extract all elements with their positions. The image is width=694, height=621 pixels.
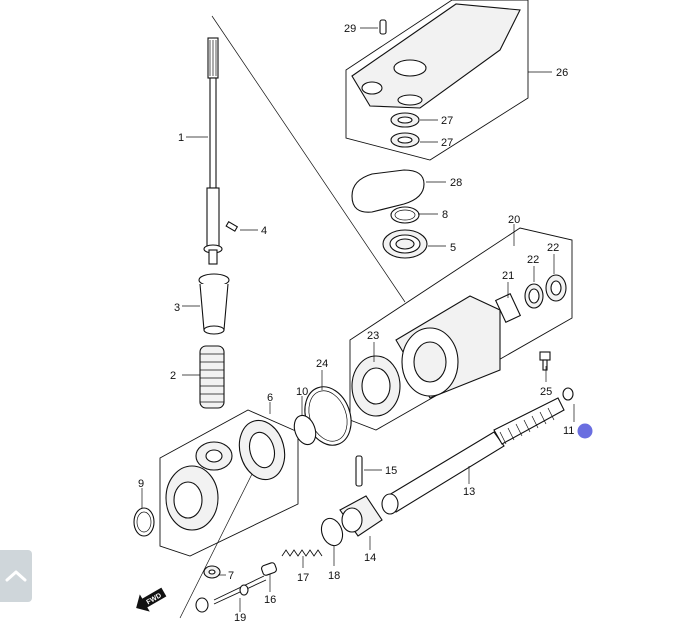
callout-18: 18 [328,570,340,582]
key [225,221,239,232]
driveshaft [203,37,223,265]
cross-pin [355,455,363,487]
bearing [382,229,428,259]
callout-10: 10 [296,386,308,398]
pinion-housing [351,274,567,417]
callout-17: 17 [297,572,309,584]
o-ring [390,206,420,224]
snap-ring [562,387,574,401]
callout-21: 21 [502,270,514,282]
bolt [539,351,551,371]
callout-5: 5 [450,242,456,254]
gear-assembly [165,419,286,531]
spring-clip [320,517,344,547]
callout-15: 15 [385,465,397,477]
bellows [199,345,225,409]
chevron-up-icon [5,570,27,582]
spring [281,549,323,557]
fwd-arrow-icon: FWD [136,587,167,612]
gasket [351,169,425,213]
callout-27a: 27 [441,115,453,127]
callout-24: 24 [316,358,328,370]
scroll-to-top-button[interactable] [0,550,32,602]
callout-11: 11 [563,425,574,437]
clutch [339,495,383,537]
callout-19: 19 [234,612,246,621]
callout-6: 6 [267,392,273,404]
upper-bracket [351,3,521,109]
guide-line [179,465,257,619]
pin [379,19,387,35]
bracket-frame-26 [345,0,529,161]
propeller-shaft [381,397,565,515]
callout-8: 8 [442,209,448,221]
fwd-label: FWD [146,592,163,606]
callout-13: 13 [463,486,475,498]
callout-25: 25 [540,386,552,398]
callout-16: 16 [264,594,276,606]
callout-20: 20 [508,214,520,226]
callout-3: 3 [174,302,180,314]
guide-line [211,15,406,303]
ring [195,597,209,613]
sleeve [198,273,230,335]
callout-14: 14 [364,552,376,564]
callout-28: 28 [450,177,462,189]
callout-27b: 27 [441,137,453,149]
push-rod [213,562,277,605]
callout-4: 4 [261,225,267,237]
callout-22a: 22 [527,254,539,266]
callout-1: 1 [178,132,184,144]
callout-9: 9 [138,478,144,490]
callout-7: 7 [228,570,234,582]
callout-2: 2 [170,370,176,382]
leader-lines [141,27,575,612]
hotspot-marker[interactable] [577,423,593,439]
callout-22b: 22 [547,242,559,254]
gear-frame-6 [159,409,299,557]
callout-26: 26 [556,67,568,79]
o-ring-small [293,414,317,446]
callout-29: 29 [344,23,356,35]
callout-23: 23 [367,330,379,342]
